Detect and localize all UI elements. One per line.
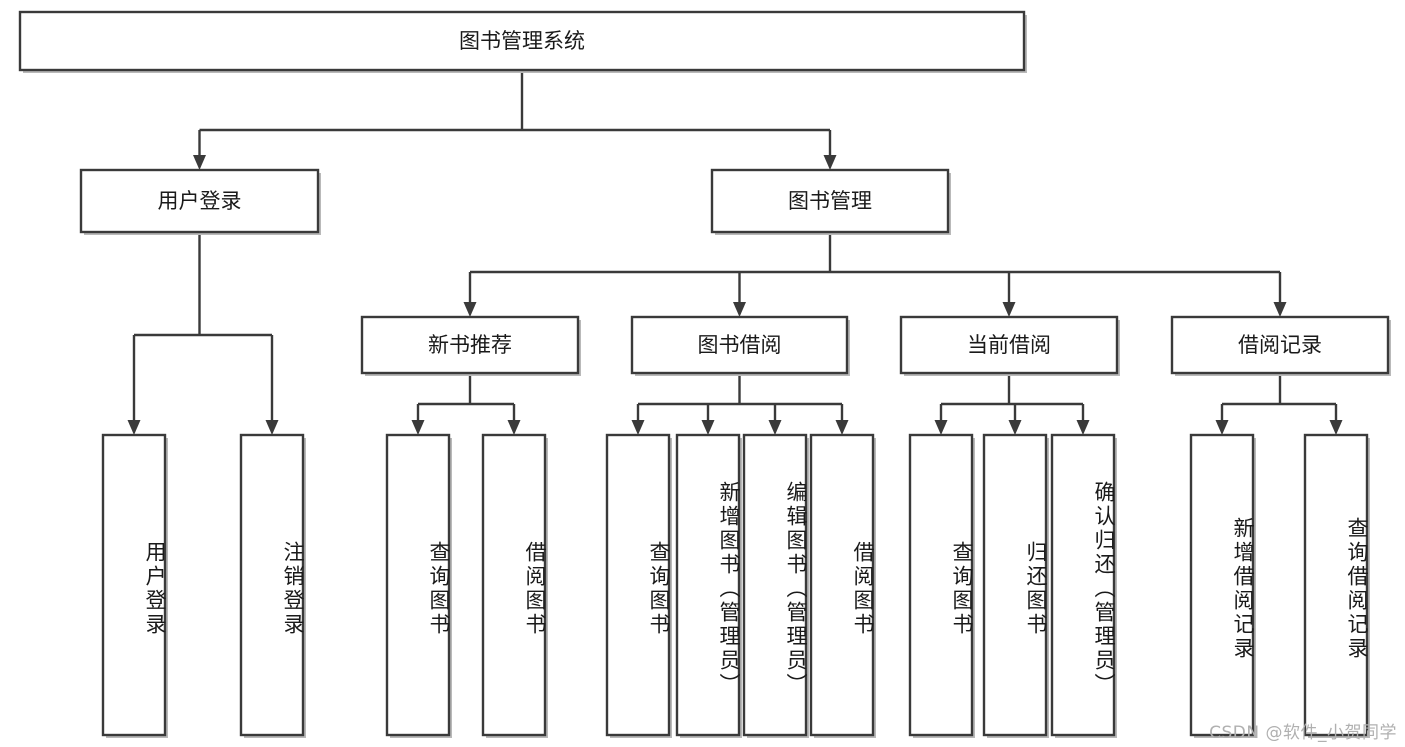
arrow-head-icon	[1215, 420, 1229, 435]
node-leaf-user-login[interactable]	[101, 433, 168, 738]
node-leaf-user-logout-box[interactable]	[239, 433, 305, 737]
arrow-head-icon	[768, 420, 782, 435]
node-new-book-recommend-label: 新书推荐	[428, 333, 512, 357]
node-leaf-query-book-borrow-box[interactable]	[605, 433, 671, 737]
watermark-text: CSDN @软件_小贺同学	[1209, 723, 1397, 743]
node-book-manage-box[interactable]	[710, 168, 950, 234]
node-leaf-query-book-new-box[interactable]	[385, 433, 451, 737]
arrow-head-icon	[934, 420, 948, 435]
node-leaf-return-book-box[interactable]	[982, 433, 1048, 737]
node-current-borrow-box[interactable]	[899, 315, 1119, 375]
node-book-manage-label: 图书管理	[788, 189, 872, 213]
arrow-head-icon	[1329, 420, 1343, 435]
node-user-login[interactable]: 用户登录	[79, 168, 321, 235]
node-leaf-query-book-new[interactable]	[385, 433, 452, 738]
arrow-head-icon	[1273, 302, 1287, 317]
arrow-head-icon	[1002, 302, 1016, 317]
node-leaf-query-book-borrow[interactable]	[605, 433, 672, 738]
node-leaf-borrow-book[interactable]	[809, 433, 876, 738]
node-new-book-recommend-box[interactable]	[360, 315, 580, 375]
node-new-book-recommend[interactable]: 新书推荐	[360, 315, 581, 376]
node-user-login-box[interactable]	[79, 168, 320, 234]
arrow-head-icon	[463, 302, 477, 317]
arrow-head-icon	[265, 420, 279, 435]
arrow-head-icon	[1076, 420, 1090, 435]
connector-book-borrow-to-leaves	[631, 373, 849, 435]
node-user-login-label: 用户登录	[158, 189, 242, 213]
node-borrow-record-box[interactable]	[1170, 315, 1390, 375]
arrow-head-icon	[507, 420, 521, 435]
node-borrow-record[interactable]: 借阅记录	[1170, 315, 1391, 376]
node-leaf-return-book[interactable]	[982, 433, 1049, 738]
node-leaf-add-book-admin-box[interactable]	[675, 433, 741, 737]
arrow-head-icon	[1008, 420, 1022, 435]
node-leaf-edit-book-admin-box[interactable]	[742, 433, 808, 737]
node-root-box[interactable]	[18, 10, 1026, 72]
node-leaf-add-borrow-record-box[interactable]	[1189, 433, 1255, 737]
node-book-borrow[interactable]: 图书借阅	[630, 315, 850, 376]
node-leaf-confirm-return-admin-box[interactable]	[1050, 433, 1116, 737]
node-borrow-record-label: 借阅记录	[1238, 333, 1322, 357]
node-book-borrow-label: 图书借阅	[698, 333, 782, 357]
connector-borrow-record-to-leaves	[1215, 373, 1343, 435]
node-leaf-edit-book-admin[interactable]	[742, 433, 809, 738]
node-leaf-borrow-book-new[interactable]	[481, 433, 548, 738]
arrow-head-icon	[823, 155, 837, 170]
connector-new-book-recommend-to-leaves	[411, 373, 521, 435]
arrow-head-icon	[127, 420, 141, 435]
node-root-label: 图书管理系统	[459, 29, 585, 53]
connector-user-login-to-leaves	[127, 232, 279, 435]
node-book-borrow-box[interactable]	[630, 315, 849, 375]
node-leaf-query-book-current-box[interactable]	[908, 433, 974, 737]
connector-root-to-level2	[193, 70, 837, 170]
connector-book-manage-to-level3	[463, 232, 1287, 317]
node-leaf-add-borrow-record[interactable]	[1189, 433, 1256, 738]
node-current-borrow[interactable]: 当前借阅	[899, 315, 1120, 376]
node-leaf-query-borrow-record[interactable]	[1303, 433, 1370, 738]
node-leaf-borrow-book-box[interactable]	[809, 433, 875, 737]
connector-layer	[127, 70, 1343, 435]
arrow-head-icon	[193, 155, 206, 170]
node-leaf-query-borrow-record-box[interactable]	[1303, 433, 1369, 737]
node-leaf-confirm-return-admin[interactable]	[1050, 433, 1117, 738]
node-current-borrow-label: 当前借阅	[967, 333, 1051, 357]
node-leaf-query-book-current[interactable]	[908, 433, 975, 738]
node-root[interactable]: 图书管理系统	[18, 10, 1027, 73]
node-leaf-user-login-box[interactable]	[101, 433, 167, 737]
node-leaf-add-book-admin[interactable]	[675, 433, 742, 738]
arrow-head-icon	[631, 420, 645, 435]
node-book-manage[interactable]: 图书管理	[710, 168, 951, 235]
node-leaf-user-logout[interactable]	[239, 433, 306, 738]
connector-current-borrow-to-leaves	[934, 373, 1090, 435]
node-leaf-borrow-book-new-box[interactable]	[481, 433, 547, 737]
arrow-head-icon	[733, 302, 746, 317]
arrow-head-icon	[411, 420, 425, 435]
arrow-head-icon	[701, 420, 715, 435]
arrow-head-icon	[835, 420, 849, 435]
